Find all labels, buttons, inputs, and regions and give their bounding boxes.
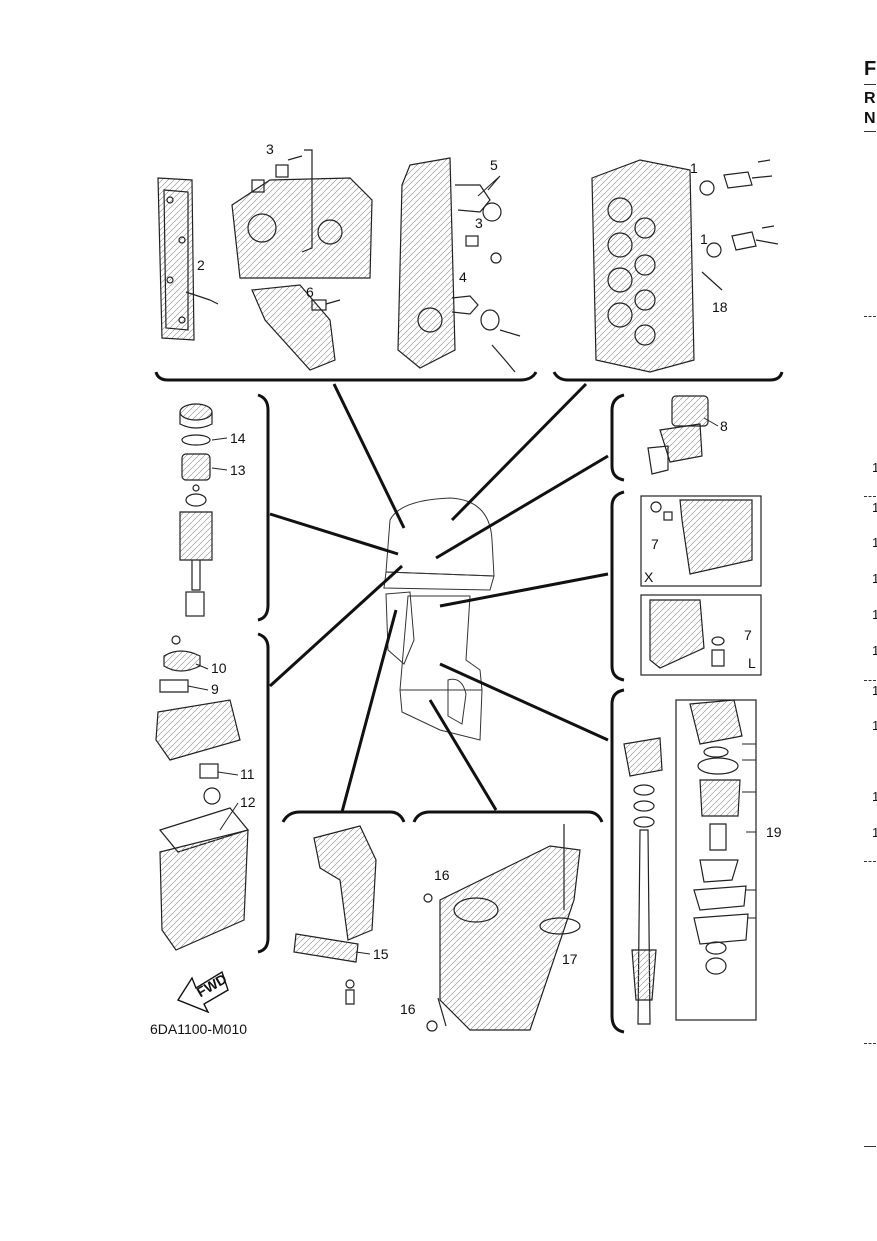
oil-filter-drawing [647, 395, 709, 475]
anode-drawing [293, 825, 377, 1005]
callout-2: 2 [197, 257, 205, 273]
callout-13: 13 [230, 462, 246, 478]
callout-leaders [187, 175, 757, 1012]
right-brackets [610, 393, 625, 1034]
fuel-filter-drawing [179, 403, 213, 617]
edge-rule [864, 84, 876, 85]
callout-1: 1 [700, 231, 708, 247]
edge-rule [864, 680, 876, 681]
top-bracket [154, 371, 784, 382]
edge-number: 1 [872, 825, 877, 840]
edge-number: 1 [872, 789, 877, 804]
leader-lines [268, 382, 609, 813]
callout-labels: 1 1 2 3 3 4 5 6 7 7 8 9 10 11 12 13 14 1… [197, 141, 782, 1017]
callout-18: 18 [712, 299, 728, 315]
callout-10: 10 [211, 660, 227, 676]
callout-7: 7 [651, 536, 659, 552]
edge-number: 1 [872, 535, 877, 550]
edge-number: 1 [872, 607, 877, 622]
edge-rule [864, 316, 876, 317]
callout-3: 3 [266, 141, 274, 157]
view-x-label: X [644, 569, 654, 585]
edge-number: 1 [872, 643, 877, 658]
edge-rule [864, 861, 876, 862]
callout-1: 1 [690, 160, 698, 176]
water-pump-drawing [623, 699, 757, 1025]
callout-16: 16 [400, 1001, 416, 1017]
diagram-code: 6DA1100-M010 [150, 1021, 247, 1037]
edge-rule [864, 131, 876, 132]
edge-rule [864, 1146, 876, 1147]
callout-17: 17 [562, 951, 578, 967]
view-x-box [640, 495, 762, 587]
edge-rule [864, 496, 876, 497]
vapor-separator-drawing [155, 635, 250, 951]
edge-rule [864, 1043, 876, 1044]
edge-letter-n: N [864, 110, 876, 127]
callout-15: 15 [373, 946, 389, 962]
callout-3: 3 [475, 215, 483, 231]
view-l-box [640, 594, 762, 676]
exhaust-cover-drawing [397, 157, 521, 373]
view-l-label: L [748, 655, 756, 671]
bottom-brackets [281, 810, 604, 823]
callout-7: 7 [744, 627, 752, 643]
callout-4: 4 [459, 269, 467, 285]
cylinder-head-drawing [591, 159, 779, 373]
lower-unit-drawing [423, 824, 581, 1032]
callout-16: 16 [434, 867, 450, 883]
edge-letter-r: R [864, 90, 876, 107]
edge-number: 1 [872, 500, 877, 515]
edge-number: 1 [872, 718, 877, 733]
callout-14: 14 [230, 430, 246, 446]
callout-5: 5 [490, 157, 498, 173]
callout-19: 19 [766, 824, 782, 840]
intake-plate-drawing [157, 177, 219, 341]
edge-number: 1 [872, 571, 877, 586]
callout-11: 11 [240, 766, 255, 782]
fwd-arrow-icon: FWD [176, 970, 229, 1014]
edge-number: 1 [872, 460, 877, 475]
callout-8: 8 [720, 418, 728, 434]
callout-6: 6 [306, 284, 314, 300]
left-brackets [257, 393, 270, 954]
edge-number: 1 [872, 683, 877, 698]
edge-letter-f: F [864, 58, 877, 80]
callout-12: 12 [240, 794, 256, 810]
crankcase-drawing [231, 149, 373, 371]
callout-9: 9 [211, 681, 219, 697]
